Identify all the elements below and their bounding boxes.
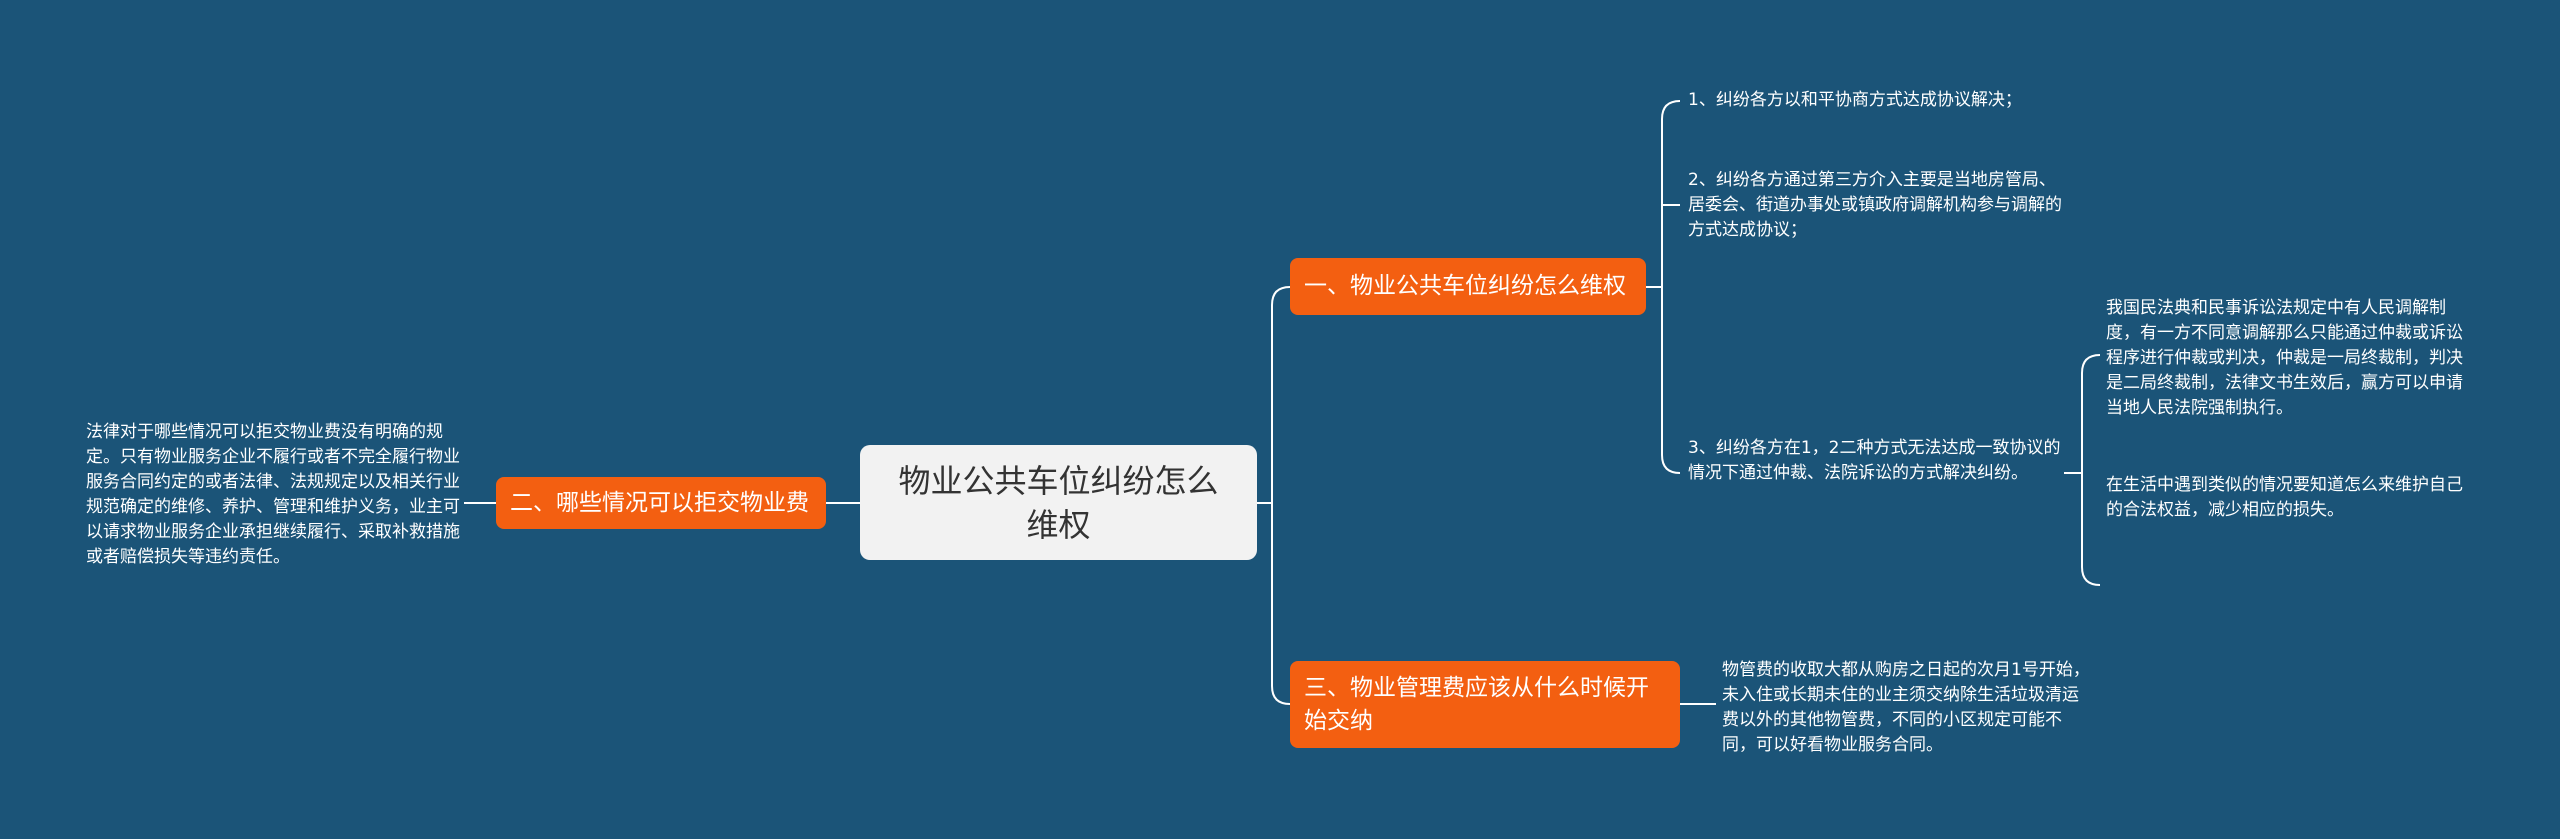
branch1-node[interactable]: 一、物业公共车位纠纷怎么维权 (1290, 258, 1646, 315)
branch1-label: 一、物业公共车位纠纷怎么维权 (1304, 273, 1626, 299)
branch1-sub2: 在生活中遇到类似的情况要知道怎么来维护自己的合法权益，减少相应的损失。 (2106, 475, 2463, 520)
left-branch-node[interactable]: 二、哪些情况可以拒交物业费 (496, 477, 826, 529)
branch3-node[interactable]: 三、物业管理费应该从什么时候开始交纳 (1290, 661, 1680, 748)
root-label: 物业公共车位纠纷怎么维权 (898, 461, 1219, 544)
branch3-label: 三、物业管理费应该从什么时候开始交纳 (1304, 674, 1649, 734)
left-branch-label: 二、哪些情况可以拒交物业费 (510, 489, 809, 516)
branch1-item2: 2、纠纷各方通过第三方介入主要是当地房管局、居委会、街道办事处或镇政府调解机构参… (1688, 170, 2062, 240)
branch1-sub1: 我国民法典和民事诉讼法规定中有人民调解制度，有一方不同意调解那么只能通过仲裁或诉… (2106, 298, 2463, 418)
left-branch-text: 法律对于哪些情况可以拒交物业费没有明确的规定。只有物业服务企业不履行或者不完全履… (86, 422, 460, 567)
root-node[interactable]: 物业公共车位纠纷怎么维权 (860, 445, 1257, 560)
branch3-text: 物管费的收取大都从购房之日起的次月1号开始，未入住或长期未住的业主须交纳除生活垃… (1722, 660, 2090, 755)
branch1-item3: 3、纠纷各方在1，2二种方式无法达成一致协议的情况下通过仲裁、法院诉讼的方式解决… (1688, 438, 2061, 483)
branch1-item1: 1、纠纷各方以和平协商方式达成协议解决； (1688, 90, 2022, 110)
